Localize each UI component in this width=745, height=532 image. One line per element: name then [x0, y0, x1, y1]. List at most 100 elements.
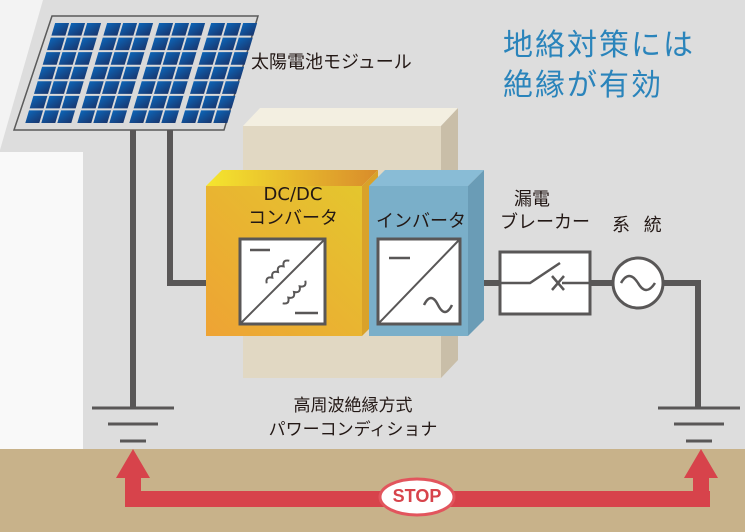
solar-cell	[217, 95, 236, 109]
solar-cell	[126, 52, 145, 65]
solar-cell	[103, 23, 122, 36]
solar-cell	[167, 37, 185, 51]
solar-cell	[149, 95, 168, 109]
solar-cell	[198, 52, 217, 65]
power-conditioner-label: 高周波絶縁方式 パワーコンディショナ	[258, 394, 448, 442]
grid-label: 系 統	[612, 215, 666, 236]
solar-cell	[135, 23, 154, 36]
solar-cell	[85, 81, 104, 94]
solar-cell	[109, 110, 128, 123]
solar-cell	[119, 23, 138, 36]
solar-cell	[110, 52, 129, 65]
solar-cell	[162, 52, 181, 65]
solar-cell	[38, 66, 57, 80]
solar-cell	[178, 52, 197, 65]
solar-cell	[230, 52, 249, 65]
dcdc-label-line2: コンバータ	[248, 208, 338, 229]
solar-cell	[205, 81, 224, 94]
solar-cell	[45, 95, 64, 109]
solar-cell	[77, 110, 96, 123]
headline-line2: 絶縁が有効	[503, 68, 663, 103]
wall-lower	[0, 152, 83, 450]
solar-cell	[219, 37, 237, 51]
ground-symbol-left-icon	[92, 406, 174, 443]
solar-cell	[223, 23, 242, 36]
inverter-symbol-icon	[376, 237, 462, 326]
wire-grid-to-ground	[664, 280, 701, 408]
solar-cell	[58, 52, 77, 65]
ground-symbol-right-icon	[658, 406, 740, 443]
transformer-symbol-icon	[238, 237, 327, 326]
solar-cell	[54, 66, 73, 80]
grid-ac-source-icon	[611, 256, 665, 310]
solar-cell	[137, 81, 156, 94]
solar-cell	[61, 95, 80, 109]
solar-cell	[41, 110, 60, 123]
breaker-label-line1: 漏電	[514, 189, 550, 210]
solar-cell	[65, 81, 84, 94]
solar-cell	[115, 37, 133, 51]
solar-cell	[63, 37, 81, 51]
solar-cell	[90, 66, 109, 80]
solar-cell	[171, 23, 190, 36]
solar-cell	[93, 110, 112, 123]
solar-cell	[70, 66, 89, 80]
solar-cell	[153, 81, 172, 94]
solar-cell	[81, 95, 100, 109]
solar-cell	[117, 81, 136, 94]
solar-cell	[187, 23, 206, 36]
wall-upper	[0, 0, 43, 150]
solar-cell	[67, 23, 86, 36]
solar-cell	[122, 66, 141, 80]
solar-cell	[181, 110, 200, 123]
solar-cell	[25, 110, 44, 123]
solar-cell	[47, 37, 65, 51]
solar-cell	[99, 37, 117, 51]
solar-cell	[83, 23, 102, 36]
breaker-label: 漏電 ブレーカー	[500, 188, 590, 234]
solar-cell	[226, 66, 245, 80]
stop-badge	[378, 477, 456, 517]
solar-cell	[42, 52, 61, 65]
solar-cell	[213, 110, 232, 123]
solar-cell	[169, 81, 188, 94]
solar-module-label: 太陽電池モジュール	[251, 52, 412, 73]
headline: 地絡対策には 絶縁が有効	[503, 26, 695, 106]
pcs-label-line1: 高周波絶縁方式	[293, 396, 413, 416]
solar-cell	[239, 23, 258, 36]
solar-cell	[183, 37, 201, 51]
solar-cell	[207, 23, 226, 36]
solar-cell	[133, 95, 152, 109]
solar-cell	[174, 66, 193, 80]
solar-cell	[94, 52, 113, 65]
solar-cell	[74, 52, 93, 65]
solar-cell	[142, 66, 161, 80]
solar-cell	[214, 52, 233, 65]
solar-cell	[158, 66, 177, 80]
solar-cell	[235, 37, 253, 51]
solar-cell	[165, 95, 184, 109]
headline-line1: 地絡対策には	[503, 28, 695, 63]
pcs-label-line2: パワーコンディショナ	[268, 420, 438, 440]
solar-cell	[101, 81, 120, 94]
solar-cell	[201, 95, 220, 109]
solar-cell	[194, 66, 213, 80]
inverter-label: インバータ	[376, 211, 466, 232]
solar-cell	[57, 110, 76, 123]
solar-cell	[49, 81, 68, 94]
solar-cell	[33, 81, 52, 94]
solar-cell	[51, 23, 70, 36]
solar-cell	[129, 110, 148, 123]
stop-badge-text: STOP	[392, 486, 442, 506]
breaker-label-line2: ブレーカー	[500, 212, 590, 233]
breaker-symbol-icon	[498, 250, 592, 316]
solar-cell	[161, 110, 180, 123]
solar-cell	[146, 52, 165, 65]
solar-cell	[155, 23, 174, 36]
solar-cell	[210, 66, 229, 80]
solar-cell	[97, 95, 116, 109]
solar-cell	[145, 110, 164, 123]
dcdc-label-line1: DC/DC	[263, 184, 323, 205]
solar-cell	[131, 37, 149, 51]
